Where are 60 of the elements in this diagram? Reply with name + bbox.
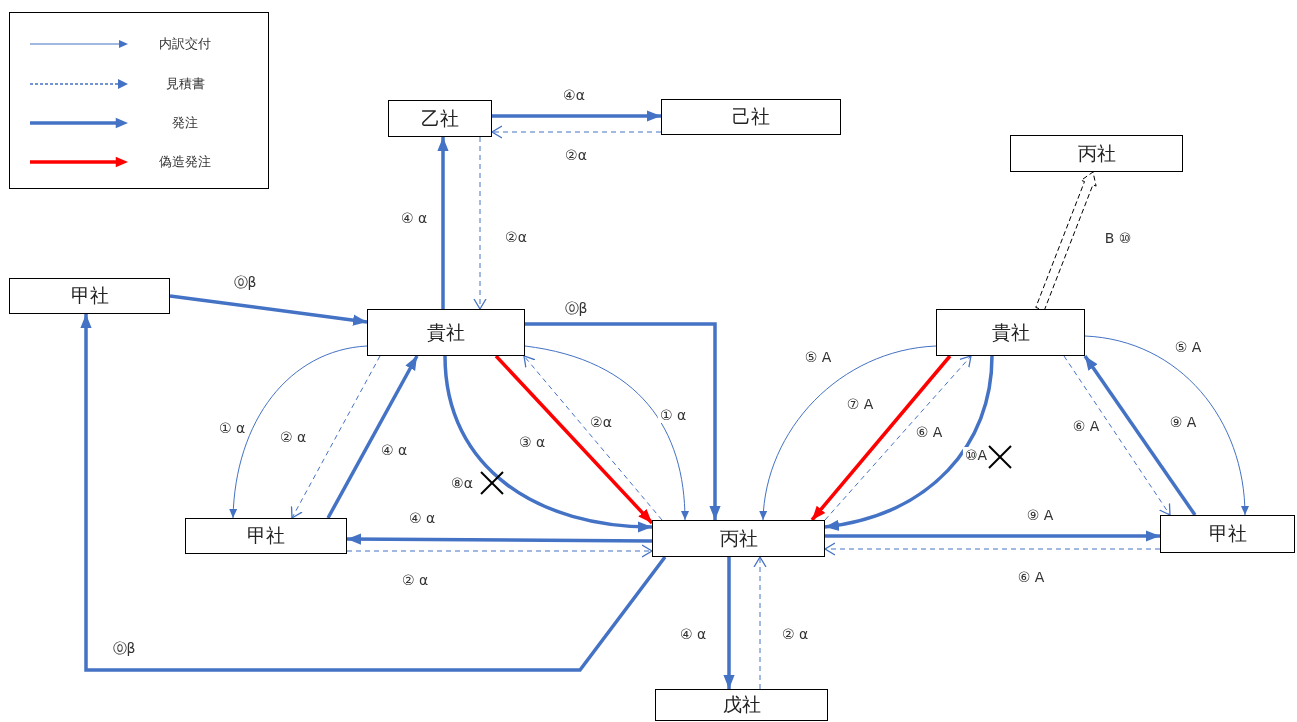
company-box: 戊社 — [655, 689, 828, 721]
arrow — [1084, 335, 1249, 516]
arrow — [723, 557, 735, 689]
arrow — [1063, 355, 1171, 516]
edge-label: ⑥ A — [1070, 418, 1102, 434]
edge-label: ⓪β — [562, 300, 590, 318]
edge-label: ②α — [588, 414, 614, 430]
arrow — [494, 354, 654, 525]
company-box: 丙社 — [1010, 135, 1183, 172]
edge-label: ⑤ A — [802, 349, 834, 365]
arrow — [524, 345, 689, 521]
arrow — [290, 355, 381, 519]
edge-label: ②α — [563, 147, 589, 163]
edge-label: ⑨ A — [1024, 507, 1056, 523]
arrow — [525, 322, 721, 520]
arrow — [824, 355, 972, 521]
edge-label: ⑧α — [449, 475, 475, 491]
arrow — [169, 294, 368, 326]
company-box: 乙社 — [388, 100, 492, 137]
arrow — [491, 125, 662, 139]
company-box: 甲社 — [185, 518, 347, 554]
edge-label: ⑥ A — [1015, 569, 1047, 585]
arrow — [347, 533, 652, 545]
company-box: 貴社 — [936, 309, 1085, 356]
edge-label: ⑤ A — [1172, 339, 1204, 355]
arrow — [753, 556, 767, 690]
edge-label: ⑦ A — [844, 396, 876, 412]
arrow — [1083, 355, 1197, 516]
arrow — [492, 110, 661, 122]
company-box: 甲社 — [9, 278, 170, 314]
arrow — [80, 314, 667, 672]
edge-label: ⑩A — [962, 447, 990, 463]
edge-label: ① α — [657, 407, 689, 423]
arrow — [443, 355, 653, 532]
company-box: 己社 — [661, 99, 841, 135]
arrow — [437, 137, 449, 309]
edge-label: ④α — [561, 87, 587, 103]
arrow — [824, 542, 1161, 556]
company-box: 甲社 — [1160, 515, 1295, 553]
edge-label: ②α — [503, 229, 529, 245]
hollow-arrow — [1035, 171, 1097, 312]
company-box: 貴社 — [367, 309, 525, 356]
arrow — [824, 355, 994, 531]
arrow — [473, 136, 487, 310]
arrow — [346, 544, 653, 558]
company-box: 丙社 — [652, 520, 825, 557]
edge-label: ⓪β — [231, 274, 259, 292]
legend-text: 偽造発注 — [159, 153, 211, 171]
arrow — [810, 354, 952, 522]
arrow — [825, 530, 1160, 542]
arrow — [229, 345, 368, 519]
legend-text: 内訳交付 — [159, 35, 211, 53]
arrow — [523, 355, 663, 521]
arrow — [759, 345, 937, 521]
legend-text: 発注 — [172, 114, 198, 132]
arrow — [326, 355, 419, 519]
edge-label: ⓪β — [110, 640, 138, 658]
edge-label: ⑨ A — [1167, 414, 1199, 430]
edge-label: ⑥ A — [913, 424, 945, 440]
legend-text: 見積書 — [165, 75, 205, 93]
